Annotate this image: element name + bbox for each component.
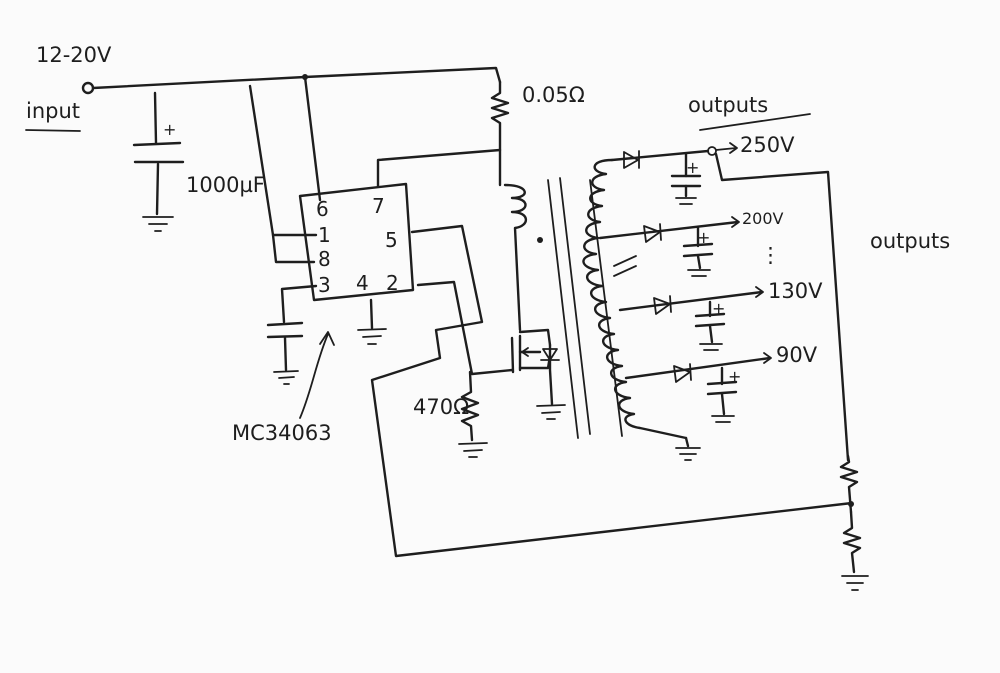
sense-resistor <box>490 80 510 187</box>
body-diode <box>542 348 558 361</box>
ic-label-pointer <box>299 333 329 419</box>
ic-pin-8: 8 <box>318 247 331 271</box>
ground-symbol <box>273 370 299 385</box>
timing-capacitor <box>266 284 318 385</box>
gate-resistor-value: 470Ω <box>413 395 469 419</box>
input-label-underline <box>25 129 81 132</box>
tap-90v-label: 90V <box>776 343 818 367</box>
input-label: input <box>26 99 80 123</box>
feedback-wire <box>370 224 854 558</box>
tap-250v-polarity: + <box>686 158 699 177</box>
rectifier-diode <box>643 225 661 243</box>
transformer-core-2 <box>559 177 591 435</box>
ic-pin-4: 4 <box>356 271 369 295</box>
divider-tap-junction <box>848 501 854 507</box>
input-capacitor-polarity: + <box>163 120 176 139</box>
outputs-ellipsis: ⋮ <box>760 243 781 267</box>
output-terminal <box>707 146 717 156</box>
wire-rail-pin6 <box>303 75 322 202</box>
gate-resistor <box>458 370 488 458</box>
tap-90v-polarity: + <box>728 367 741 386</box>
ic-pin-6: 6 <box>316 197 329 221</box>
ic-pin-1: 1 <box>318 223 331 247</box>
ground-symbol <box>357 328 387 345</box>
primary-phase-dot <box>537 237 543 243</box>
outputs-title-underline <box>699 113 811 131</box>
ground-symbol <box>142 216 174 232</box>
tap-200v-polarity: + <box>697 228 710 247</box>
ic-pin-2: 2 <box>386 271 399 295</box>
winding-break-mark <box>613 255 637 277</box>
tap-200v-label: 200V <box>742 209 784 228</box>
output-tap-200v <box>598 216 740 277</box>
wire-pin7-sense <box>376 148 502 188</box>
wire-pin1-pin8 <box>271 233 316 264</box>
tap-130v-label: 130V <box>768 279 823 303</box>
tap-250v-label: 250V <box>740 133 795 157</box>
wire-rail-pin1 <box>248 84 318 237</box>
divider-resistor-bottom <box>842 510 862 574</box>
wire-pin2-gate <box>416 280 514 376</box>
output-tap-90v <box>624 352 772 423</box>
ground-symbol <box>458 442 488 458</box>
pin4-ground <box>357 298 387 345</box>
ic-pin-3: 3 <box>318 273 331 297</box>
ic-pin-5: 5 <box>385 228 398 252</box>
input-voltage-label: 12-20V <box>36 43 112 67</box>
ground-symbol <box>536 404 566 420</box>
supply-rail <box>91 66 502 90</box>
input-capacitor <box>132 91 185 232</box>
transformer-secondary <box>582 158 688 440</box>
transformer-primary <box>503 183 528 332</box>
input-capacitor-value: 1000µF <box>186 173 265 197</box>
tap-130v-polarity: + <box>712 299 725 318</box>
secondary-ground-wire <box>684 436 690 448</box>
ground-symbol <box>841 575 869 591</box>
output-tap-250v <box>610 142 850 462</box>
mosfet <box>510 328 566 420</box>
sense-resistor-value: 0.05Ω <box>522 83 585 107</box>
ic-body <box>298 182 415 302</box>
ic-pin-7: 7 <box>372 194 385 218</box>
transformer-core-1 <box>547 179 579 439</box>
wire-250v-divider <box>714 152 850 462</box>
ic-label-arrowhead <box>319 331 335 346</box>
rectifier-diode <box>653 297 671 315</box>
output-tap-130v <box>618 286 764 351</box>
rectifier-diode <box>623 151 639 169</box>
outputs-title-side: outputs <box>870 229 950 253</box>
input-terminal <box>81 81 95 95</box>
feedback-divider <box>839 454 869 591</box>
secondary-ground-symbol <box>675 447 701 461</box>
rectifier-diode <box>673 365 691 383</box>
divider-resistor-top <box>839 454 859 514</box>
ic-name-label: MC34063 <box>232 421 332 445</box>
outputs-title-top: outputs <box>688 93 768 117</box>
